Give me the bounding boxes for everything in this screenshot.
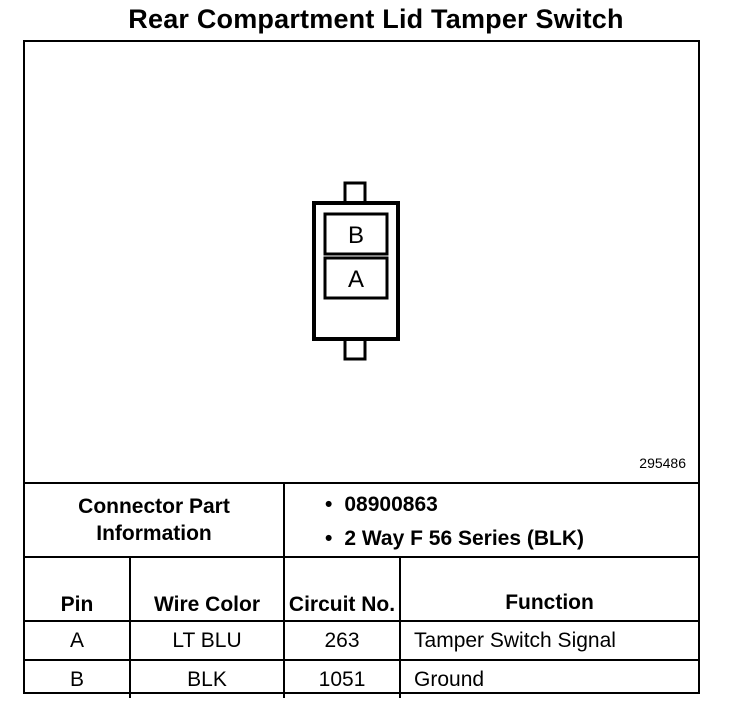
part-description: 2 Way F 56 Series (BLK) xyxy=(325,522,698,556)
cavity-a xyxy=(323,256,389,300)
wire-color-header: Wire Color xyxy=(128,556,286,622)
pinout-table: Connector Part Information 08900863 2 Wa… xyxy=(25,482,699,698)
cavity-b-label: B xyxy=(348,222,364,249)
connector-info-label: Connector Part Information xyxy=(25,482,286,558)
connector-bottom-tab xyxy=(343,336,367,361)
part-list: 08900863 2 Way F 56 Series (BLK) xyxy=(285,484,698,556)
function-cell: Tamper Switch Signal xyxy=(399,620,699,661)
pin-cell: A xyxy=(25,620,131,661)
pin-cell: B xyxy=(25,659,131,698)
cavity-a-label: A xyxy=(348,266,364,293)
connector-diagram: B A xyxy=(312,181,400,361)
cavity-b xyxy=(323,212,389,256)
circuit-no-cell: 263 xyxy=(283,620,402,661)
figure-id: 295486 xyxy=(639,455,686,471)
circuit-no-header: Circuit No. xyxy=(283,556,402,622)
pin-header: Pin xyxy=(25,556,131,622)
table-row: A LT BLU 263 Tamper Switch Signal xyxy=(25,620,699,661)
connector-figure: B A 295486 xyxy=(25,42,698,482)
header-row: Pin Wire Color Circuit No. Function xyxy=(25,556,699,622)
connector-info-values: 08900863 2 Way F 56 Series (BLK) xyxy=(283,482,699,558)
connector-sheet: B A 295486 Connector Part Information 08… xyxy=(23,40,700,698)
page-title: Rear Compartment Lid Tamper Switch xyxy=(128,4,624,34)
wire-color-cell: BLK xyxy=(128,659,286,698)
table-row: B BLK 1051 Ground xyxy=(25,659,699,698)
function-header: Function xyxy=(399,556,699,622)
part-number: 08900863 xyxy=(325,488,698,522)
wire-color-cell: LT BLU xyxy=(128,620,286,661)
circuit-no-cell: 1051 xyxy=(283,659,402,698)
function-cell: Ground xyxy=(399,659,699,698)
connector-info-row: Connector Part Information 08900863 2 Wa… xyxy=(25,482,699,558)
connector-top-tab xyxy=(343,181,367,206)
